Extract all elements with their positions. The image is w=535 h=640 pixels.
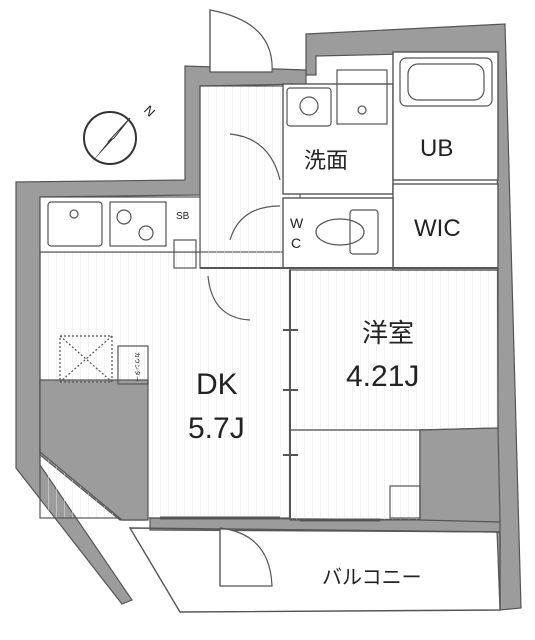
washroom-label: 洗面 [304,148,348,173]
dk-name-label: DK [196,368,238,401]
counter-label: カウンター [133,352,141,382]
wet-areas [282,51,499,271]
western-room-size-label: 4.21J [346,360,419,393]
wic-label: WIC [414,215,461,242]
balcony [128,516,501,613]
compass-north-label: N [141,102,158,119]
fixtures [47,57,493,519]
partitions [200,267,498,518]
toilet-w-label: W [290,215,304,231]
wall-block-left [39,379,149,521]
wall-block-right [419,427,501,523]
compass-north-icon: N [83,102,158,165]
western-room-name-label: 洋室 [362,318,414,348]
bath-label: UB [420,135,453,162]
balcony-label: バルコニー [322,567,422,589]
dk-size-label: 5.7J [188,412,245,445]
doors [207,9,281,587]
toilet-c-label: C [291,235,301,251]
shoebox-label: SB [176,211,190,222]
